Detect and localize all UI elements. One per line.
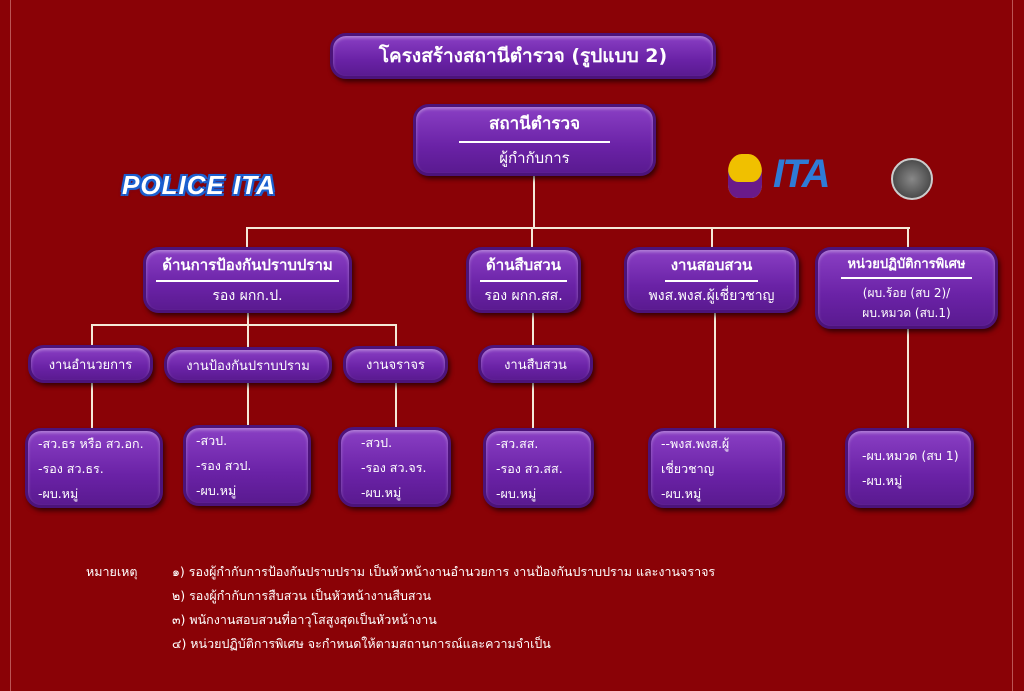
ita-logo: ITA xyxy=(773,152,830,196)
connector xyxy=(246,227,248,249)
connector xyxy=(714,310,716,430)
unit-traffic: งานจราจร xyxy=(343,346,448,383)
node-title: ด้านการป้องกันปราบปราม xyxy=(156,253,339,282)
leaf-item: -ผบ.หมู่ xyxy=(496,485,537,501)
leaf-item: -สว.ธร หรือ สว.อก. xyxy=(38,435,144,451)
node-sub: พงส.พงส.ผู้เชี่ยวชาญ xyxy=(648,288,775,304)
police-ita-logo: POLICE ITA xyxy=(122,170,276,200)
leaf-item: --พงส.พงส.ผู้เชี่ยวชาญ xyxy=(661,435,730,476)
leaf-item: -สวป. xyxy=(196,433,228,448)
leaf-admin: -สว.ธร หรือ สว.อก. -รอง สว.ธร. -ผบ.หมู่ xyxy=(25,428,163,508)
node-police-station: สถานีตำรวจ ผู้กำกับการ xyxy=(413,104,656,176)
leaf-item: -ผบ.หมู่ xyxy=(862,473,903,488)
leaf-traffic: -สวป. -รอง สว.จร. -ผบ.หมู่ xyxy=(338,427,451,507)
leaf-item: -ผบ.หมู่ xyxy=(361,484,402,500)
node-sub: รอง ผกก.ป. xyxy=(212,288,283,304)
note-item: ๒) รองผู้กำกับการสืบสวน เป็นหัวหน้างานสื… xyxy=(172,588,432,603)
leaf-item: -ผบ.หมู่ xyxy=(196,483,237,498)
leaf-item: -สว.สส. xyxy=(496,435,539,451)
chart-title: โครงสร้างสถานีตำรวจ (รูปแบบ 2) xyxy=(378,45,668,67)
node-special-ops: หน่วยปฏิบัติการพิเศษ (ผบ.ร้อย (สบ 2)/ ผบ… xyxy=(815,247,998,329)
node-sub: ผบ.หมวด (สบ.1) xyxy=(862,306,951,320)
leaf-item: -ผบ.หมู่ xyxy=(38,485,79,501)
ita-logos: ITA xyxy=(728,150,943,202)
leaf-item: -รอง สวป. xyxy=(196,458,252,473)
leaf-item: -ผบ.หมู่ xyxy=(661,485,702,501)
node-title: สถานีตำรวจ xyxy=(458,110,611,143)
connector xyxy=(533,175,535,228)
leaf-item: -รอง สว.ธร. xyxy=(38,460,104,476)
unit-admin: งานอำนวยการ xyxy=(28,345,153,383)
leaf-inquiry: --พงส.พงส.ผู้เชี่ยวชาญ -ผบ.หมู่ xyxy=(648,428,785,508)
connector xyxy=(531,227,533,249)
emblem-icon xyxy=(728,154,762,198)
node-title: หน่วยปฏิบัติการพิเศษ xyxy=(841,253,972,279)
note-item: ๓) พนักงานสอบสวนที่อาวุโสสูงสุดเป็นหัวหน… xyxy=(172,612,437,627)
node-sub: รอง ผกก.สส. xyxy=(484,288,563,304)
leaf-investigation: -สว.สส. -รอง สว.สส. -ผบ.หมู่ xyxy=(483,428,594,508)
leaf-item: -ผบ.หมวด (สบ 1) xyxy=(862,448,959,463)
connector xyxy=(246,227,910,229)
frame xyxy=(10,0,1013,691)
connector xyxy=(907,326,909,430)
leaf-item: -รอง สว.จร. xyxy=(361,459,427,475)
node-title: ด้านสืบสวน xyxy=(480,253,567,282)
node-sub: (ผบ.ร้อย (สบ 2)/ xyxy=(862,286,951,300)
leaf-prevention: -สวป. -รอง สวป. -ผบ.หมู่ xyxy=(183,425,311,506)
connector xyxy=(711,227,713,249)
note-item: ๔) หน่วยปฏิบัติการพิเศษ จะกำหนดให้ตามสถา… xyxy=(172,636,551,651)
unit-label: งานป้องกันปราบปราม xyxy=(186,358,310,374)
node-prevention: ด้านการป้องกันปราบปรามรอง ผกก.ป. xyxy=(143,247,352,313)
leaf-item: -สวป. xyxy=(361,434,393,450)
leaf-special-ops: -ผบ.หมวด (สบ 1) -ผบ.หมู่ xyxy=(845,428,974,508)
unit-label: งานสืบสวน xyxy=(504,357,567,373)
unit-prevention: งานป้องกันปราบปราม xyxy=(164,347,332,383)
notes-label: หมายเหตุ xyxy=(86,564,138,579)
unit-label: งานจราจร xyxy=(365,358,426,373)
node-sub: ผู้กำกับการ xyxy=(499,149,570,167)
unit-investigation: งานสืบสวน xyxy=(478,345,593,383)
leaf-item: -รอง สว.สส. xyxy=(496,460,563,476)
node-inquiry: งานสอบสวนพงส.พงส.ผู้เชี่ยวชาญ xyxy=(624,247,799,313)
connector xyxy=(907,227,909,249)
note-item: ๑) รองผู้กำกับการป้องกันปราบปราม เป็นหัว… xyxy=(172,564,716,579)
node-investigation: ด้านสืบสวนรอง ผกก.สส. xyxy=(466,247,581,313)
seal-icon xyxy=(891,158,933,200)
connector xyxy=(91,324,397,326)
node-title: งานสอบสวน xyxy=(664,253,759,282)
chart-title-box: โครงสร้างสถานีตำรวจ (รูปแบบ 2) xyxy=(330,33,716,79)
unit-label: งานอำนวยการ xyxy=(48,357,133,373)
